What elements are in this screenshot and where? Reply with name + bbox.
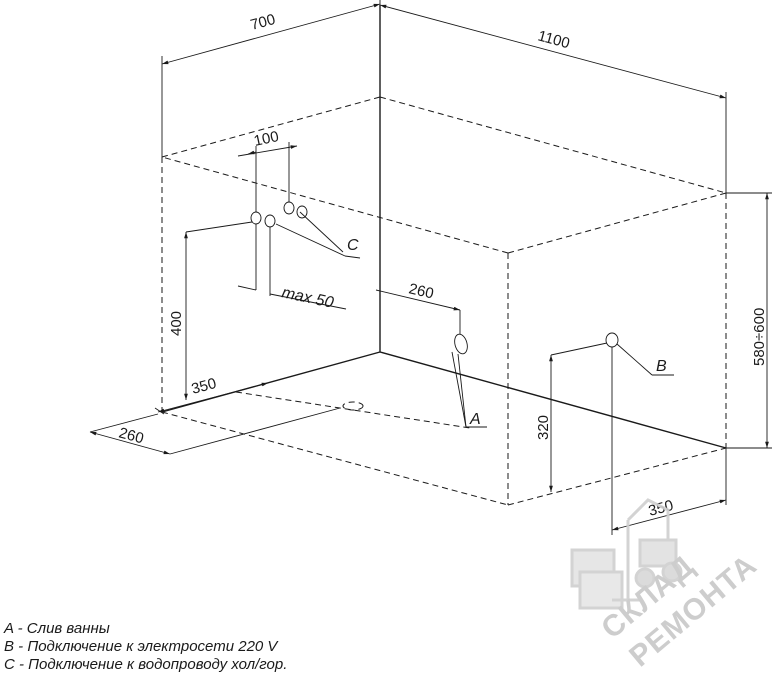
dim-260-left-text: 260 (117, 424, 146, 447)
box-solid-edges (161, 5, 727, 449)
dim-100-text: 100 (252, 128, 280, 150)
dim-260-mid-text: 260 (407, 280, 435, 302)
pipe-hot-icon (283, 201, 295, 215)
dimension-1100: 1100 (379, 4, 727, 193)
drain-icon (454, 333, 468, 355)
legend-b: B - Подключение к электросети 220 V (4, 638, 278, 655)
drain-floor-mark (342, 401, 364, 411)
dim-580-600-text: 580÷600 (751, 308, 768, 366)
legend-c: C - Подключение к водопроводу хол/гор. (4, 656, 288, 673)
pipe-cold-icon (250, 211, 262, 225)
dim-350-left-text: 350 (190, 375, 219, 398)
point-a-drain: 260 A (375, 280, 487, 428)
label-b: B (656, 358, 667, 375)
box-dashed-edges (161, 96, 727, 506)
watermark-logo: СКЛАД РЕМОНТА (570, 498, 763, 673)
dimension-700: 700 (161, 0, 381, 157)
point-b-electric: 320 B 350 (535, 332, 727, 535)
dim-700-text: 700 (249, 11, 278, 34)
forklift-icon (570, 498, 683, 610)
dim-max50-text: max 50 (280, 284, 335, 312)
socket-icon (605, 332, 619, 348)
dimension-580-600: 580÷600 (726, 192, 772, 449)
dim-320-text: 320 (535, 415, 552, 440)
label-c: C (347, 237, 359, 254)
point-c-water-pipes: 100 max 50 C 400 (168, 128, 361, 400)
legend: A - Слив ванны B - Подключение к электро… (4, 620, 287, 674)
dim-400-text: 400 (168, 311, 185, 336)
left-floor-dimensions: 350 260 (89, 375, 364, 455)
label-a: A (469, 411, 481, 428)
legend-a: A - Слив ванны (4, 620, 110, 637)
